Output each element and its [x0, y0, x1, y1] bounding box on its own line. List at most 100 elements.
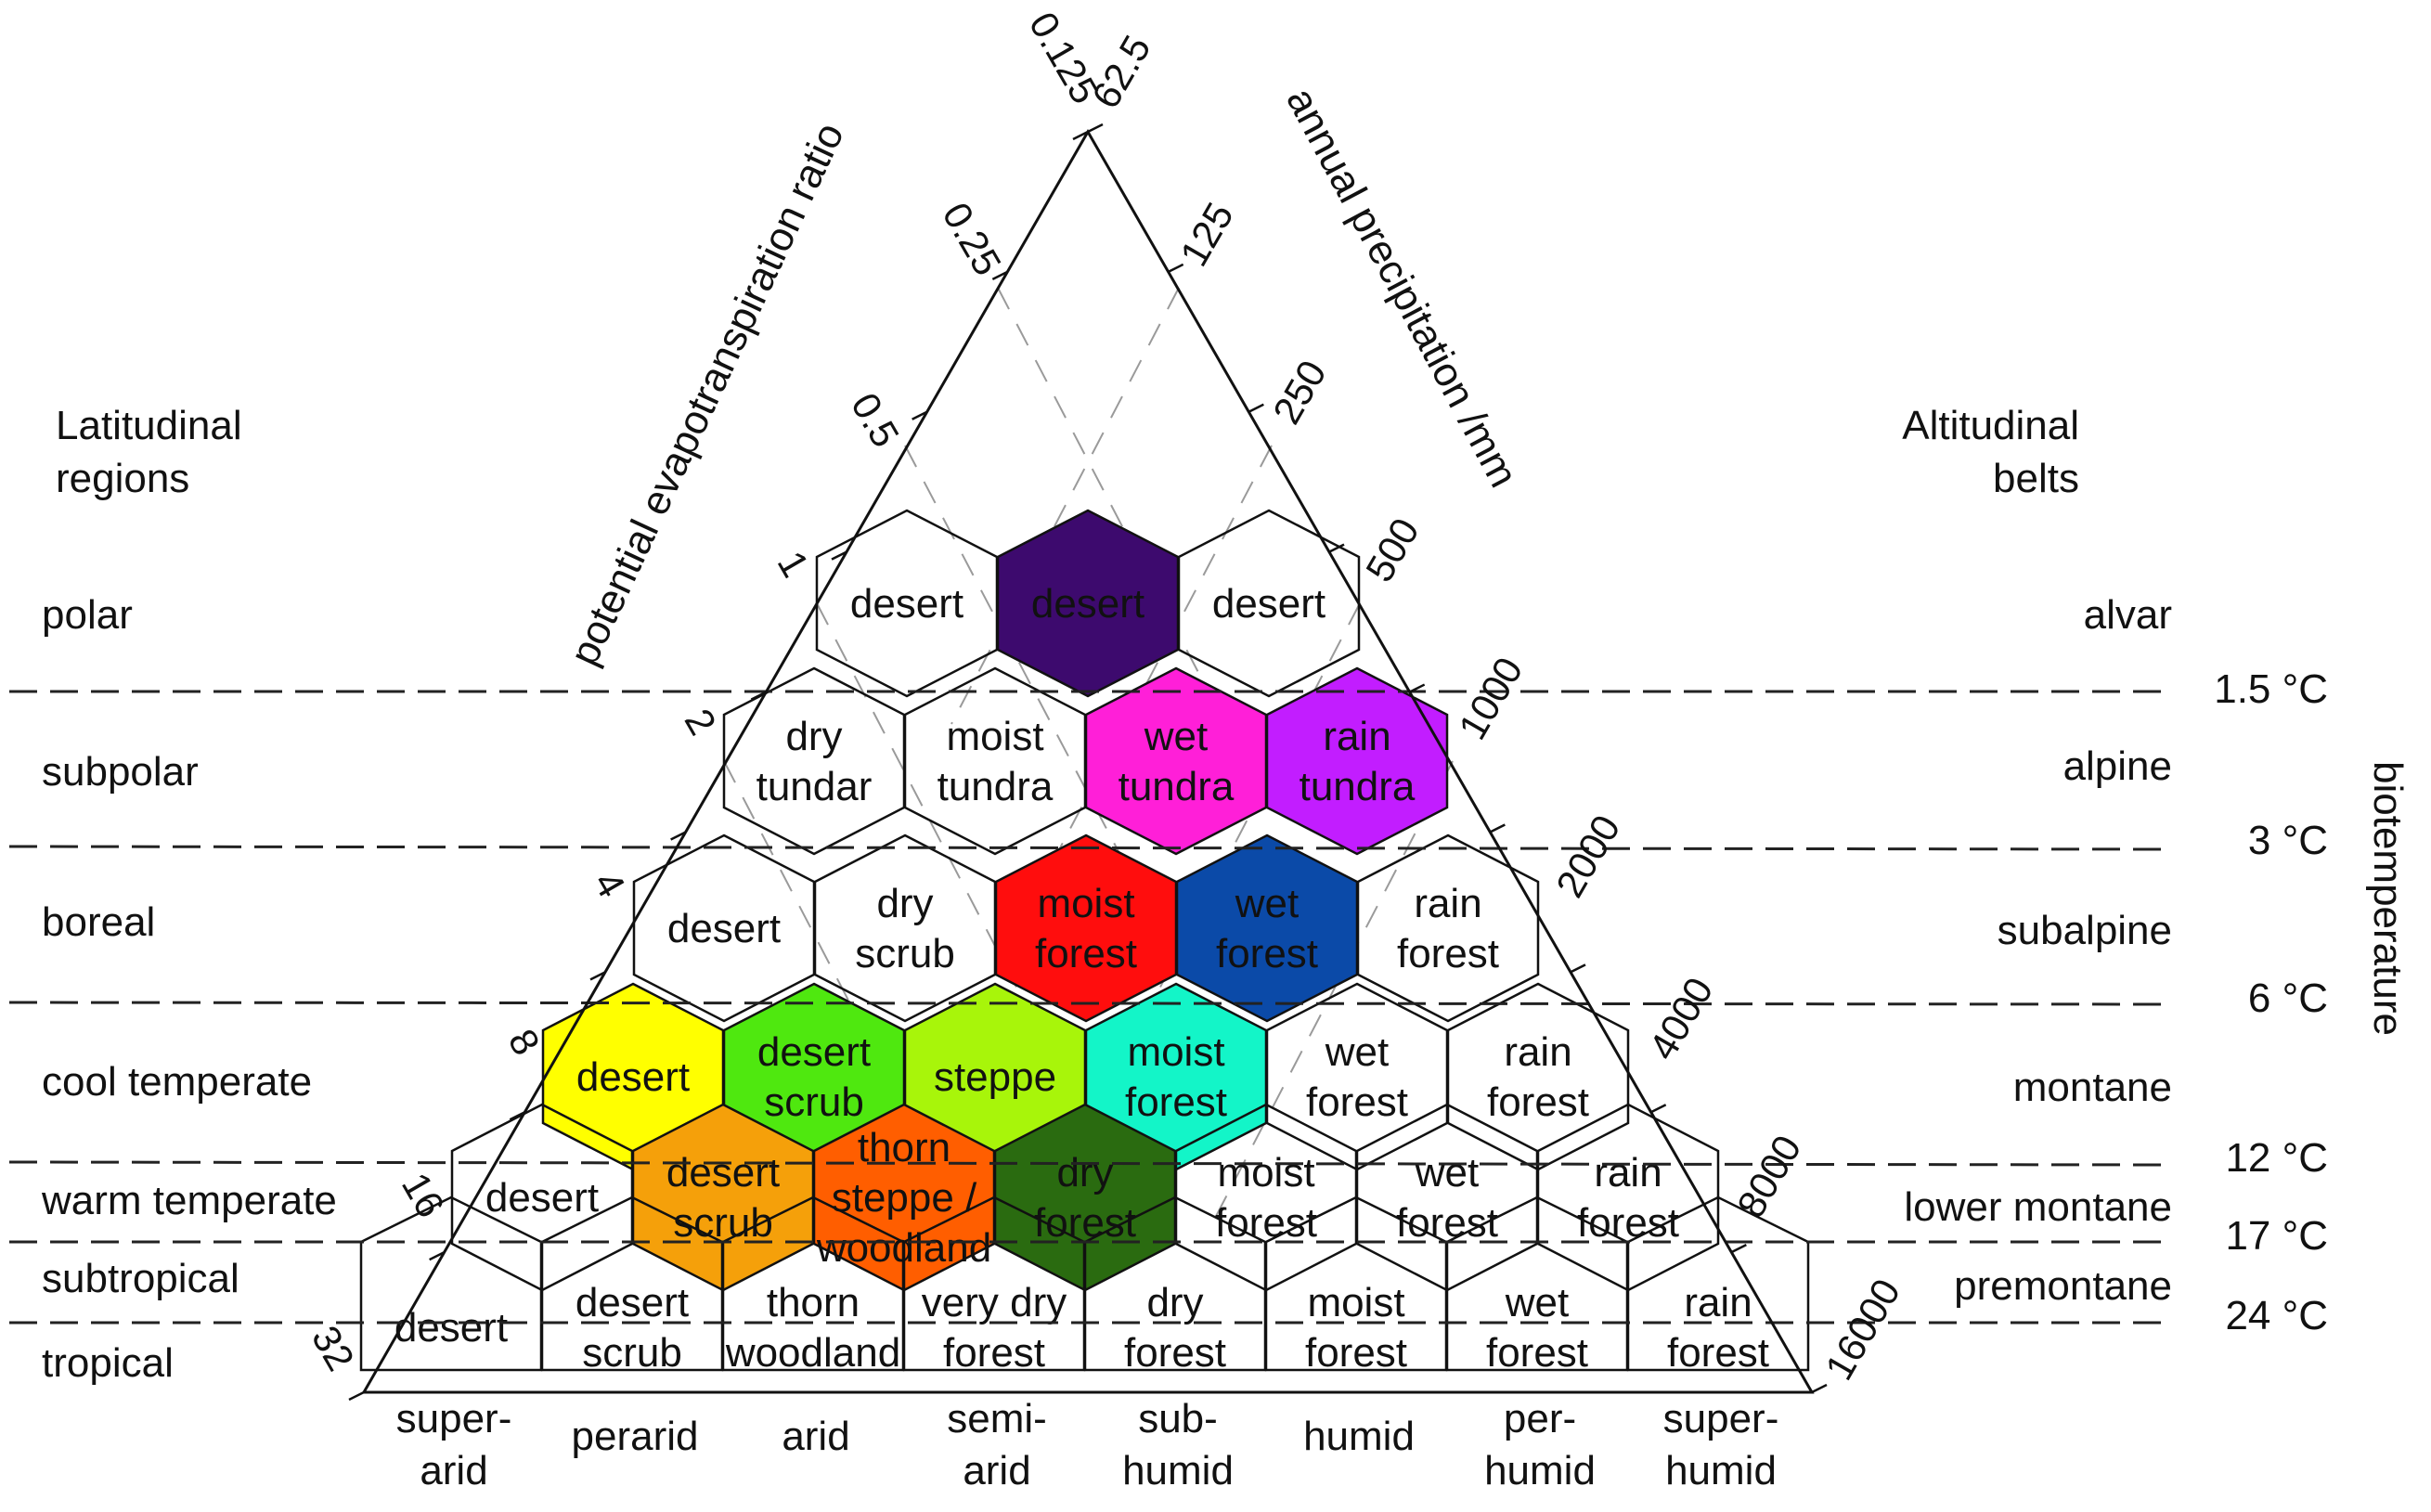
hex-zone-rain-forest — [1356, 834, 1540, 1023]
altitudinal-belt-label: alvar — [2084, 592, 2172, 638]
life-zone-hexagons — [359, 509, 1810, 1372]
zone-label: moist — [1037, 881, 1134, 926]
zone-label: desert — [576, 1054, 690, 1100]
left-tick-label: 4 — [586, 864, 634, 905]
latitudinal-region-label: polar — [42, 592, 133, 638]
right-axis-tick — [1570, 963, 1586, 974]
dashed-guide-lines — [723, 287, 1454, 1226]
altitudinal-belt-label: lower montane — [1904, 1184, 2172, 1230]
right-tick-label: 500 — [1357, 510, 1428, 588]
altitudinal-belt-label: premontane — [1954, 1263, 2172, 1309]
latitudinal-heading: regions — [56, 456, 189, 501]
zone-label: forest — [1035, 931, 1137, 976]
zone-label: woodland — [725, 1330, 900, 1376]
right-axis-tick — [1650, 1104, 1667, 1114]
right-axis-tick — [1489, 823, 1506, 834]
humidity-province-label: per- — [1504, 1396, 1576, 1441]
hex-zone-moist-forest — [994, 834, 1178, 1023]
zone-label: desert — [850, 581, 963, 627]
temperature-label: 17 °C — [2225, 1213, 2328, 1259]
zone-label: scrub — [673, 1200, 773, 1246]
latitudinal-region-label: cool temperate — [42, 1059, 312, 1105]
left-axis-tick — [991, 270, 1008, 281]
zone-label: desert — [1212, 581, 1325, 627]
right-tick-label: 1000 — [1450, 650, 1531, 746]
right-tick-label: 8000 — [1728, 1128, 1809, 1224]
humidity-province-label: arid — [963, 1448, 1030, 1493]
altitudinal-belt-label: subalpine — [1998, 908, 2172, 953]
right-axis-tick — [1730, 1243, 1747, 1254]
zone-label: scrub — [764, 1079, 864, 1125]
left-tick-label: 0.25 — [934, 195, 1010, 282]
humidity-province-label: semi- — [947, 1396, 1047, 1441]
zone-label: moist — [946, 714, 1043, 759]
left-axis-tick — [509, 1111, 525, 1121]
zone-label: scrub — [855, 931, 955, 976]
temperature-label: 6 °C — [2248, 976, 2328, 1021]
zone-label: desert — [1031, 581, 1144, 627]
humidity-province-label: super- — [1663, 1396, 1779, 1441]
humidity-province-label: perarid — [572, 1414, 699, 1459]
zone-label: thorn — [767, 1280, 860, 1325]
left-axis-tick — [589, 971, 606, 981]
hex-zone-wet-forest — [1175, 834, 1359, 1023]
left-axis-tick — [348, 1390, 365, 1402]
right-axis-tick — [1811, 1383, 1828, 1394]
zone-label: rain — [1504, 1029, 1571, 1075]
left-axis-tick — [750, 691, 767, 701]
zone-label: steppe / — [832, 1175, 977, 1221]
zone-label: desert — [667, 906, 781, 951]
guide-line — [723, 760, 966, 1226]
zone-label: wet — [1144, 714, 1208, 759]
altitudinal-heading: belts — [1993, 456, 2079, 501]
guide-line — [1210, 760, 1454, 1226]
latitudinal-heading: Latitudinal — [56, 403, 242, 448]
guide-line — [1118, 602, 1361, 1068]
zone-label: dry — [876, 881, 933, 926]
zone-label: forest — [1034, 1200, 1136, 1246]
hex-zone-wet-tundra — [1084, 666, 1268, 856]
zone-label: moist — [1217, 1150, 1314, 1195]
right-tick-label: 2000 — [1547, 808, 1628, 904]
vertical-axis-title: biotemperature — [2365, 761, 2411, 1036]
zone-label: forest — [1396, 1200, 1498, 1246]
triangle-outline — [361, 128, 1815, 1394]
latitudinal-region-label: boreal — [42, 899, 155, 945]
right-axis-tick — [1409, 683, 1426, 693]
zone-label: woodland — [816, 1225, 991, 1271]
zone-label: rain — [1594, 1150, 1662, 1195]
zone-label: rain — [1323, 714, 1390, 759]
left-tick-label: 0.5 — [843, 385, 908, 454]
temperature-label: 24 °C — [2225, 1293, 2328, 1338]
zone-label: forest — [1305, 1330, 1407, 1376]
zone-label: tundra — [1119, 764, 1235, 809]
right-axis-tick — [1168, 263, 1184, 274]
temperature-line — [8, 1001, 2173, 1006]
zone-label: tundra — [1300, 764, 1416, 809]
zone-label: desert — [757, 1029, 871, 1075]
zone-label: forest — [1487, 1079, 1589, 1125]
humidity-province-label: super- — [396, 1396, 512, 1441]
guide-line — [904, 445, 1143, 897]
right-tick-label: 125 — [1171, 195, 1242, 273]
right-axis-title: annual precipitation /mm — [1277, 81, 1526, 495]
humidity-province-label: humid — [1484, 1448, 1596, 1493]
zone-label: moist — [1307, 1280, 1404, 1325]
left-axis-tick — [670, 831, 687, 841]
zone-label: desert — [575, 1280, 689, 1325]
temperature-line — [8, 845, 2173, 851]
altitudinal-heading: Altitudinal — [1902, 403, 2079, 448]
zone-label: forest — [1397, 931, 1499, 976]
right-axis-tick — [1328, 543, 1345, 553]
zone-label: forest — [1216, 931, 1318, 976]
hex-zone-dry-scrub — [813, 834, 997, 1023]
hex-zone-wet-forest — [1265, 982, 1449, 1171]
hex-zone-dry-tundar — [722, 666, 906, 856]
temperature-line — [8, 1160, 2173, 1167]
zone-label: dry — [1146, 1280, 1203, 1325]
left-axis-tick — [912, 410, 928, 420]
humidity-province-label: humid — [1303, 1414, 1415, 1459]
zone-label: rain — [1414, 881, 1481, 926]
zone-label: very dry — [922, 1280, 1067, 1325]
